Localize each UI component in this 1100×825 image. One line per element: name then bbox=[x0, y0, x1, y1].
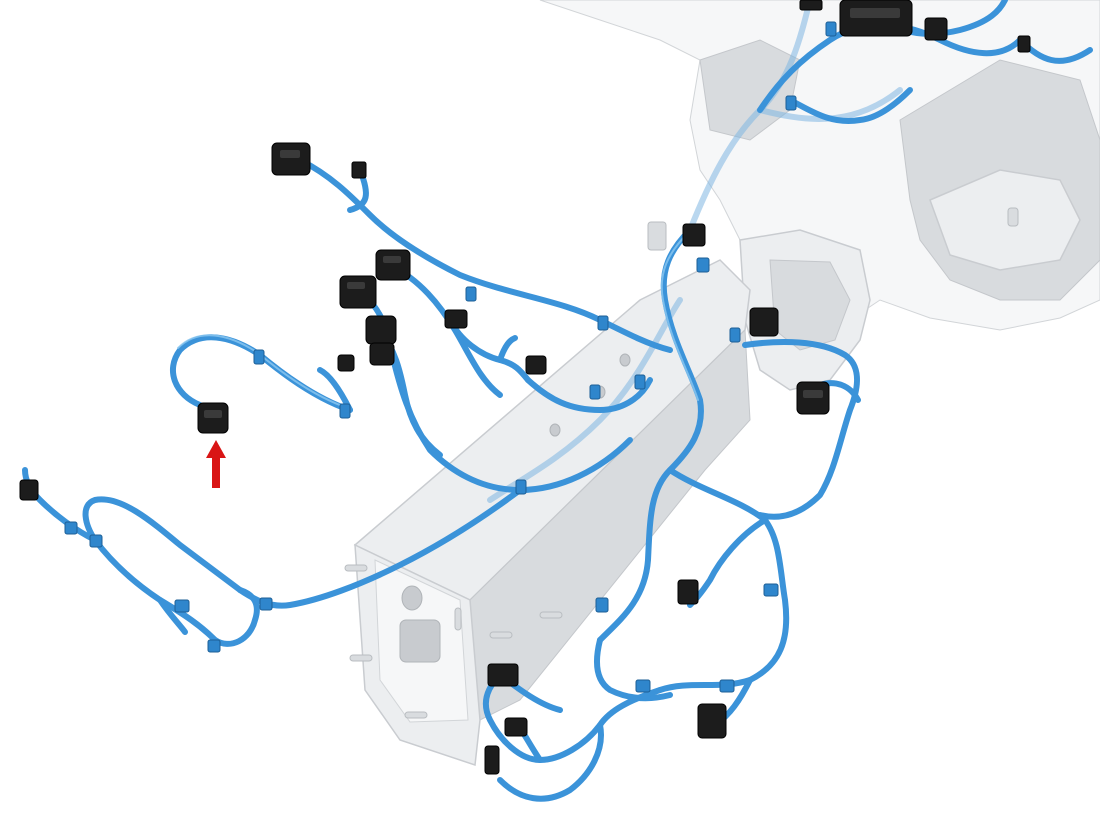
harness-clip bbox=[729, 327, 741, 343]
harness-clip bbox=[64, 521, 78, 535]
mounting-stud bbox=[539, 611, 563, 619]
connector-large bbox=[339, 275, 377, 309]
harness-clips bbox=[64, 21, 837, 693]
harness-bottom-branch bbox=[497, 722, 604, 802]
harness-far-left-branch bbox=[82, 496, 243, 643]
harness-clip bbox=[589, 384, 601, 400]
harness-clip bbox=[597, 315, 609, 331]
connector-small bbox=[484, 745, 500, 775]
harness-clip bbox=[515, 479, 527, 495]
connector-medium bbox=[697, 703, 727, 739]
connector-medium bbox=[749, 307, 779, 337]
frame-rail-hole bbox=[401, 585, 423, 611]
harness-far-left-branch bbox=[212, 587, 260, 647]
harness-clip bbox=[634, 374, 646, 390]
strut-tower-cap bbox=[929, 169, 1081, 271]
harness-clip bbox=[785, 95, 797, 111]
harness-center-branch bbox=[497, 335, 518, 363]
frame-rail-hole bbox=[619, 353, 631, 367]
frame-rail-slot bbox=[399, 619, 441, 663]
connector-small bbox=[444, 309, 468, 329]
connector-large bbox=[271, 142, 311, 176]
connector-large bbox=[375, 249, 411, 281]
vehicle-body-structure bbox=[344, 0, 1100, 767]
harness-clip bbox=[465, 286, 477, 302]
harness-lower-right-loop bbox=[594, 637, 673, 702]
harness-clip bbox=[207, 639, 221, 653]
connector-small bbox=[799, 0, 823, 11]
harness-far-left-branch bbox=[157, 597, 188, 635]
wiring-harness bbox=[19, 0, 1093, 802]
harness-left-upper-branch bbox=[297, 157, 673, 353]
connector-small bbox=[1017, 35, 1031, 53]
harness-center-branch bbox=[447, 317, 531, 383]
harness-clip bbox=[595, 597, 609, 613]
connector-small bbox=[677, 579, 699, 605]
mounting-stud bbox=[1007, 207, 1019, 227]
harness-clip bbox=[253, 349, 265, 365]
connector-small bbox=[924, 17, 948, 41]
connector-medium bbox=[487, 663, 519, 687]
connector-small bbox=[525, 355, 547, 375]
mounting-stud bbox=[454, 607, 462, 631]
harness-clip bbox=[635, 679, 651, 693]
red-up-arrow-icon bbox=[206, 440, 226, 488]
mounting-stud bbox=[404, 711, 428, 719]
harness-top-branch bbox=[787, 87, 913, 124]
mounting-stud bbox=[344, 564, 368, 572]
harness-clip bbox=[259, 597, 273, 611]
highlighted-connector[interactable] bbox=[197, 402, 229, 434]
harness-lower-right-loop bbox=[687, 517, 768, 608]
harness-clip bbox=[719, 679, 735, 693]
harness-center-branch bbox=[525, 377, 653, 413]
harness-clip bbox=[174, 599, 190, 613]
connector-small bbox=[351, 161, 367, 179]
harness-clip bbox=[763, 583, 779, 597]
harness-right-branch bbox=[742, 339, 860, 520]
harness-clip bbox=[339, 403, 351, 419]
connector-small bbox=[504, 717, 528, 737]
mounting-stud bbox=[489, 631, 513, 639]
harness-clip bbox=[825, 21, 837, 37]
connector-inline bbox=[682, 223, 706, 247]
harness-far-left-branch bbox=[22, 467, 98, 543]
connector-small bbox=[19, 479, 39, 501]
frame-rail-hole bbox=[549, 423, 561, 437]
mounting-stud bbox=[349, 654, 373, 662]
harness-clip bbox=[89, 534, 103, 548]
harness-clip bbox=[696, 257, 710, 273]
connector-medium bbox=[369, 342, 395, 366]
connector-large bbox=[365, 315, 397, 345]
connector-small bbox=[337, 354, 355, 372]
mounting-bracket bbox=[647, 221, 667, 251]
harness-connectors bbox=[19, 0, 1031, 775]
harness-main-trunk bbox=[597, 227, 704, 643]
